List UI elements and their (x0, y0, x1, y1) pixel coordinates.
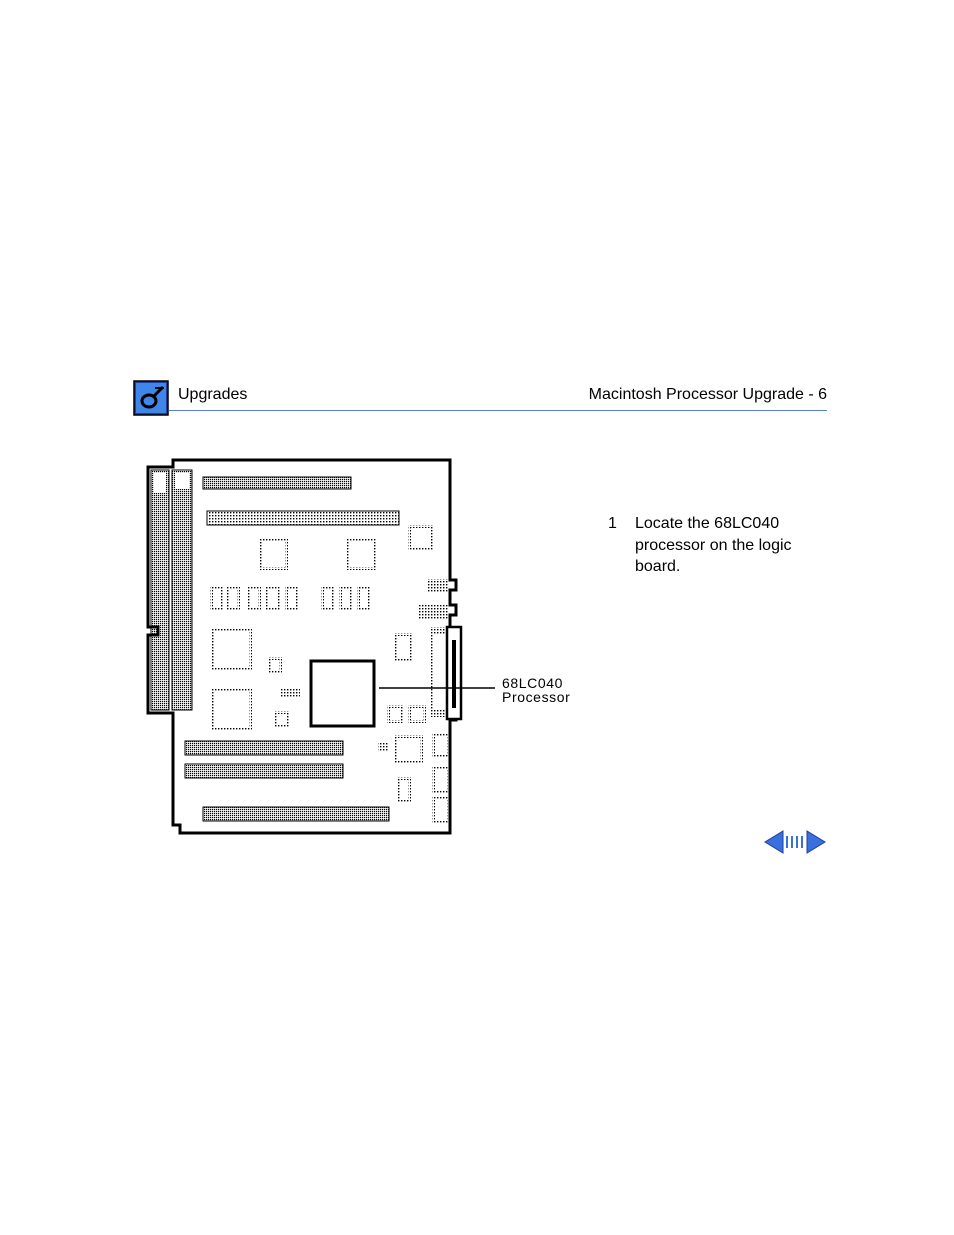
apple-service-logo-icon (133, 380, 169, 416)
callout-line-2: Processor (502, 689, 571, 705)
index-bars-icon[interactable] (785, 830, 805, 854)
expansion-slot (184, 740, 344, 756)
simm-slot (171, 469, 193, 711)
logic-board-illustration (146, 458, 495, 835)
header-rule (169, 410, 827, 411)
callout-line-1: 68LC040 (502, 675, 564, 691)
page-navigation (764, 830, 826, 854)
expansion-slot (184, 763, 344, 779)
connector (202, 476, 352, 490)
connector (206, 510, 400, 526)
right-arrow-icon[interactable] (806, 830, 826, 854)
page-header: Upgrades Macintosh Processor Upgrade - 6 (133, 378, 827, 416)
expansion-slot (202, 806, 390, 822)
section-title: Upgrades (178, 386, 248, 403)
step-text: Locate the 68LC040 processor on the logi… (635, 515, 792, 575)
step-number: 1 (608, 515, 617, 532)
left-arrow-icon[interactable] (764, 830, 784, 854)
processor-callout: 68LC040 Processor (502, 676, 570, 704)
processor-chip (309, 659, 376, 728)
simm-slot (150, 469, 170, 711)
page-reference: Macintosh Processor Upgrade - 6 (588, 386, 827, 403)
